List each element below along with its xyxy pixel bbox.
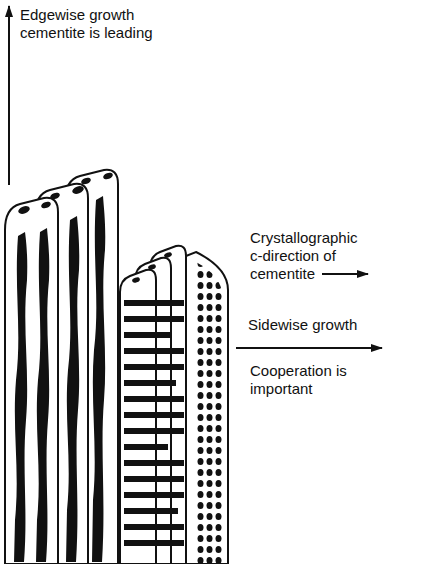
cementite-lamellae bbox=[14, 171, 114, 562]
horizontal-lamellae bbox=[124, 251, 184, 546]
sidewise-block bbox=[120, 246, 228, 564]
edgewise-plates bbox=[5, 170, 118, 564]
annotation-label: Sidewise growth bbox=[248, 316, 418, 334]
annotation-label: Edgewise growth cementite is leading bbox=[20, 6, 190, 42]
annotation-label: Crystallographic c-direction of cementit… bbox=[250, 229, 372, 283]
annotation-label: Cooperation is important bbox=[250, 362, 390, 398]
